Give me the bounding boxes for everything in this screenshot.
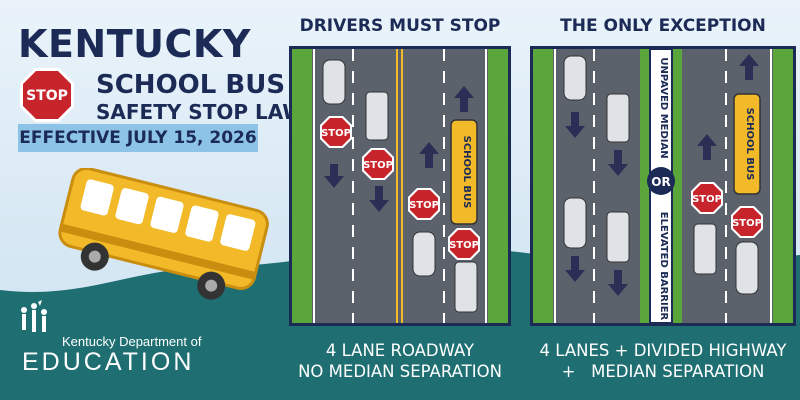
svg-text:STOP: STOP <box>409 200 439 211</box>
svg-text:STOP: STOP <box>26 88 68 104</box>
title-safety-stop-law: SAFETY STOP LAW <box>96 100 305 124</box>
svg-text:OR: OR <box>651 175 670 189</box>
svg-text:STOP: STOP <box>449 240 479 251</box>
svg-text:ELEVATED BARRIER: ELEVATED BARRIER <box>658 212 669 321</box>
svg-text:STOP: STOP <box>321 128 351 139</box>
svg-text:STOP: STOP <box>363 160 393 171</box>
title-kentucky: KENTUCKY <box>18 22 251 66</box>
effective-date-banner: EFFECTIVE JULY 15, 2026 <box>18 124 258 152</box>
left-road-diagram: SCHOOL BUS STOP STOP STOP STOP <box>289 46 511 326</box>
left-caption: 4 LANE ROADWAY NO MEDIAN SEPARATION <box>298 341 502 381</box>
svg-text:UNPAVED MEDIAN: UNPAVED MEDIAN <box>658 57 669 158</box>
svg-text:SCHOOL BUS: SCHOOL BUS <box>461 136 472 209</box>
kde-logo-icon <box>21 300 47 332</box>
svg-text:SCHOOL BUS: SCHOOL BUS <box>744 108 755 181</box>
left-panel-title: DRIVERS MUST STOP <box>299 16 501 36</box>
stop-sign-icon: STOP <box>20 68 74 122</box>
kde-name-line1: Kentucky Department of <box>62 334 202 349</box>
school-bus-illustration <box>58 168 269 300</box>
kde-name-line2: EDUCATION <box>22 348 195 376</box>
right-panel-title: THE ONLY EXCEPTION <box>560 16 766 36</box>
right-caption: 4 LANES + DIVIDED HIGHWAY + MEDIAN SEPAR… <box>539 341 787 381</box>
right-road-diagram: UNPAVED MEDIAN OR ELEVATED BARRIER SCHOO… <box>530 46 796 326</box>
svg-text:STOP: STOP <box>692 194 722 205</box>
title-school-bus: SCHOOL BUS <box>96 70 286 100</box>
svg-text:STOP: STOP <box>732 218 762 229</box>
